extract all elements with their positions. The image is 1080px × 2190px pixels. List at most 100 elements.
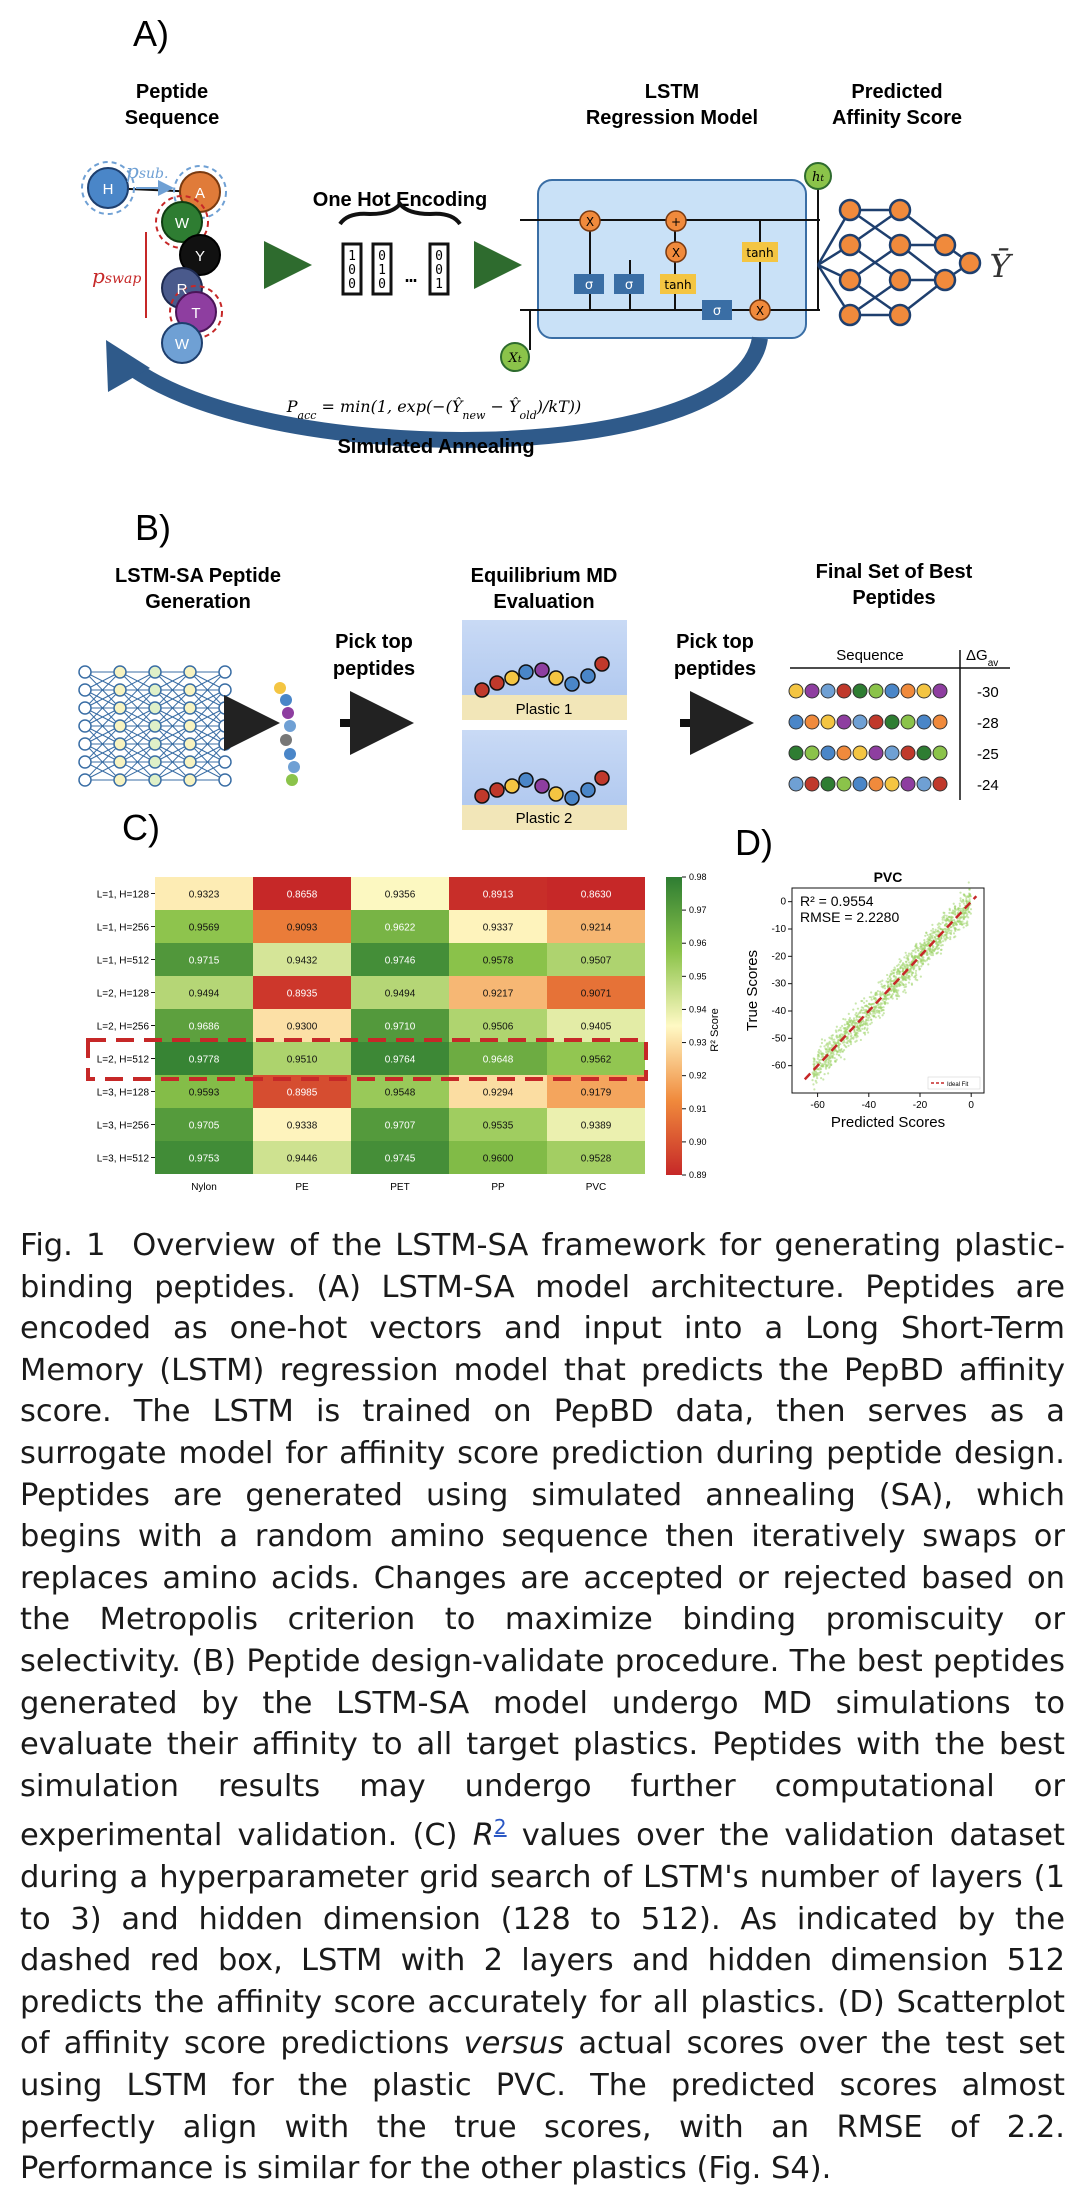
y-tick-label: -20 bbox=[772, 951, 787, 962]
x-tick-label: -60 bbox=[810, 1100, 825, 1111]
heatmap-cell bbox=[351, 1141, 449, 1174]
caption-text-1: Overview of the LSTM-SA framework for ge… bbox=[20, 1228, 1065, 1854]
heatmap-cell bbox=[155, 1042, 253, 1075]
dg-value: -25 bbox=[977, 746, 999, 763]
heatmap-cell bbox=[547, 1042, 645, 1075]
heatmap-cell bbox=[253, 1108, 351, 1141]
residue-y bbox=[179, 234, 221, 276]
heatmap-value: 0.9600 bbox=[483, 1154, 514, 1165]
heatmap-row-label: L=3, H=512 bbox=[97, 1154, 150, 1165]
heatmap-cell bbox=[351, 1108, 449, 1141]
heatmap-cell bbox=[155, 976, 253, 1009]
svg-text:1: 1 bbox=[348, 249, 356, 264]
heatmap-value: 0.9179 bbox=[581, 1088, 612, 1099]
svg-text:0: 0 bbox=[435, 249, 443, 264]
colorbar-tick: 0.89 bbox=[689, 1170, 707, 1180]
heatmap-cell bbox=[547, 1141, 645, 1174]
heatmap-cell bbox=[253, 976, 351, 1009]
heatmap-cell bbox=[449, 1108, 547, 1141]
peptide-chain: H A W Y R T W bbox=[81, 161, 227, 364]
acceptance-formula: Pacc = min(1, exp(−(Ŷnew − Ŷold)/kT)) bbox=[286, 396, 581, 422]
y-axis-label: True Scores bbox=[744, 950, 761, 1031]
xt-node bbox=[500, 342, 530, 372]
y-tick-label: -50 bbox=[772, 1033, 787, 1044]
heatmap-cell bbox=[155, 877, 253, 910]
panel-a-label: A) bbox=[133, 13, 169, 54]
gate-label: σ bbox=[625, 278, 633, 293]
ht-label: h bbox=[812, 170, 820, 185]
x-tick-label: -20 bbox=[913, 1100, 928, 1111]
heatmap-cell bbox=[155, 1009, 253, 1042]
svg-text:X: X bbox=[586, 215, 594, 229]
heatmap-value: 0.9389 bbox=[581, 1121, 612, 1132]
heatmap-value: 0.9446 bbox=[287, 1154, 318, 1165]
colorbar-tick: 0.92 bbox=[689, 1071, 707, 1081]
heatmap-value: 0.9710 bbox=[385, 1022, 416, 1033]
heatmap-cell bbox=[449, 1009, 547, 1042]
pick-top-2-line2: peptides bbox=[674, 658, 756, 680]
heatmap-value: 0.9764 bbox=[385, 1055, 416, 1066]
gate-label: σ bbox=[713, 304, 721, 319]
heatmap-cell bbox=[253, 1042, 351, 1075]
pick-top-1-line1: Pick top bbox=[335, 631, 413, 653]
gate-label: tanh bbox=[664, 278, 691, 292]
ideal-fit-line bbox=[803, 895, 978, 1081]
heatmap-value: 0.9686 bbox=[189, 1022, 220, 1033]
caption-label: Fig. 1 bbox=[20, 1228, 106, 1263]
heatmap-cell bbox=[351, 1042, 449, 1075]
heatmap-value: 0.8630 bbox=[581, 890, 612, 901]
panel-c-label: C) bbox=[122, 807, 160, 848]
sa-loop-arrow bbox=[116, 336, 768, 448]
highlight-box bbox=[86, 1038, 648, 1081]
heatmap-cell bbox=[449, 877, 547, 910]
scatter-annotation: R² = 0.9554 bbox=[800, 893, 874, 909]
gen-title-line1: LSTM-SA Peptide bbox=[115, 565, 281, 587]
heatmap-value: 0.9510 bbox=[287, 1055, 318, 1066]
residue-label: W bbox=[175, 336, 190, 353]
heatmap-value: 0.9593 bbox=[189, 1088, 220, 1099]
plastic-2-label: Plastic 2 bbox=[516, 810, 573, 827]
lstm-cell: X + X X σ σ tanh σ tanh ht Xt bbox=[500, 162, 832, 372]
heatmap-value: 0.8913 bbox=[483, 890, 514, 901]
heatmap-value: 0.9746 bbox=[385, 956, 416, 967]
one-hot-vectors: 100 010 … 001 bbox=[341, 242, 450, 296]
colorbar-tick: 0.98 bbox=[689, 872, 707, 882]
residue-label: H bbox=[103, 181, 114, 198]
heatmap-row-label: L=1, H=128 bbox=[97, 890, 150, 901]
scatter-title: PVC bbox=[874, 869, 903, 885]
xt-label: X bbox=[508, 351, 519, 366]
heatmap-value: 0.9214 bbox=[581, 923, 612, 934]
generator-peptide bbox=[274, 682, 300, 786]
pswap-subscript: swap bbox=[105, 271, 142, 287]
heatmap-value: 0.9217 bbox=[483, 989, 514, 1000]
heatmap-value: 0.9337 bbox=[483, 923, 514, 934]
panel-b-label: B) bbox=[135, 507, 171, 548]
colorbar-tick: 0.97 bbox=[689, 905, 707, 915]
residue-label: Y bbox=[195, 248, 205, 265]
heatmap-row-label: L=2, H=128 bbox=[97, 989, 150, 1000]
heatmap-value: 0.9569 bbox=[189, 923, 220, 934]
heatmap-value: 0.9356 bbox=[385, 890, 416, 901]
heatmap-value: 0.9494 bbox=[385, 989, 416, 1000]
svg-text:ht: ht bbox=[812, 170, 824, 185]
heatmap-value: 0.9562 bbox=[581, 1055, 612, 1066]
heatmap-row-label: L=1, H=256 bbox=[97, 923, 150, 934]
pred-title-line1: Predicted bbox=[851, 81, 942, 103]
heatmap-col-label: Nylon bbox=[191, 1182, 217, 1193]
one-hot-label: One Hot Encoding bbox=[313, 189, 487, 211]
heatmap-cell bbox=[253, 943, 351, 976]
sa-label: Simulated Annealing bbox=[337, 436, 534, 458]
heatmap-value: 0.9715 bbox=[189, 956, 220, 967]
caption-r-sup[interactable]: 2 bbox=[493, 1815, 507, 1840]
y-tick-label: -40 bbox=[772, 1006, 787, 1017]
heatmap-value: 0.9300 bbox=[287, 1022, 318, 1033]
heatmap-cell bbox=[155, 1141, 253, 1174]
panel-b: B) LSTM-SA Peptide Generation Equilibriu… bbox=[78, 507, 1010, 830]
heatmap-value: 0.9093 bbox=[287, 923, 318, 934]
svg-text:X: X bbox=[672, 246, 680, 260]
colorbar-tick: 0.90 bbox=[689, 1137, 707, 1147]
heatmap-row-label: L=3, H=256 bbox=[97, 1121, 150, 1132]
svg-text:1: 1 bbox=[378, 263, 386, 278]
